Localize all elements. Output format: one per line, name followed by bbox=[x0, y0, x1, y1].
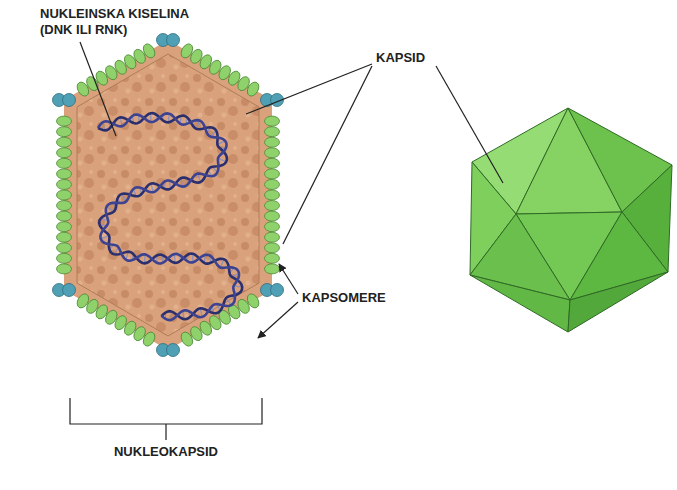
bracket bbox=[70, 398, 262, 440]
capsomere bbox=[265, 169, 280, 179]
nucleocapsid-label: NUKLEOKAPSID bbox=[114, 444, 218, 460]
icosahedron-face bbox=[568, 272, 668, 332]
capsomere bbox=[57, 179, 72, 189]
nucleic-acid-label: NUKLEINSKA KISELINA (DNK ILI RNK) bbox=[40, 6, 205, 38]
capsomere bbox=[57, 148, 72, 158]
capsomere bbox=[57, 169, 72, 179]
virus-core bbox=[77, 54, 259, 336]
capsomere bbox=[57, 137, 72, 147]
capsomere bbox=[57, 253, 72, 263]
leader-lines bbox=[70, 42, 503, 440]
capsomere bbox=[57, 264, 72, 274]
leader-arrow bbox=[279, 264, 298, 294]
capsomere bbox=[179, 330, 195, 348]
vertex-capsomere bbox=[157, 344, 180, 357]
capsomere bbox=[265, 137, 280, 147]
capsomere bbox=[57, 243, 72, 253]
capsomere bbox=[75, 292, 91, 310]
capsomere bbox=[265, 201, 280, 211]
capsid-ground bbox=[64, 40, 272, 350]
capsomere bbox=[57, 201, 72, 211]
capsomere bbox=[57, 158, 72, 168]
leader-arrow bbox=[258, 302, 298, 338]
leader-line bbox=[436, 66, 503, 183]
capsomere bbox=[265, 232, 280, 242]
capsomere bbox=[265, 253, 280, 263]
capsomere bbox=[265, 148, 280, 158]
capsomere bbox=[57, 222, 72, 232]
icosahedron-face bbox=[470, 275, 570, 332]
capsomere bbox=[141, 42, 157, 60]
capsomere bbox=[57, 232, 72, 242]
capsomere bbox=[265, 264, 280, 274]
nucleic-acid-helix bbox=[98, 113, 242, 320]
capsomere bbox=[57, 190, 72, 200]
capsomere bbox=[265, 243, 280, 253]
capsomere bbox=[57, 116, 72, 126]
vertex-capsomere bbox=[53, 284, 76, 297]
leader-line bbox=[283, 66, 372, 244]
capsomere-layer bbox=[53, 34, 284, 357]
leader-line bbox=[246, 64, 372, 114]
capsomere bbox=[265, 158, 280, 168]
capsomere bbox=[57, 127, 72, 137]
capsomere bbox=[245, 80, 261, 98]
capsomere bbox=[265, 127, 280, 137]
capsomere bbox=[265, 222, 280, 232]
vertex-capsomere bbox=[261, 284, 284, 297]
capsomere bbox=[265, 116, 280, 126]
capsomere-label: KAPSOMERE bbox=[302, 290, 386, 306]
capsomere bbox=[265, 211, 280, 221]
vertex-capsomere bbox=[157, 34, 180, 47]
leader-line bbox=[80, 42, 116, 136]
capsomere bbox=[265, 190, 280, 200]
capsid-label: KAPSID bbox=[376, 50, 425, 66]
vertex-capsomere bbox=[53, 94, 76, 107]
capsomere bbox=[265, 179, 280, 189]
capsomere bbox=[57, 211, 72, 221]
icosahedron bbox=[470, 108, 672, 332]
